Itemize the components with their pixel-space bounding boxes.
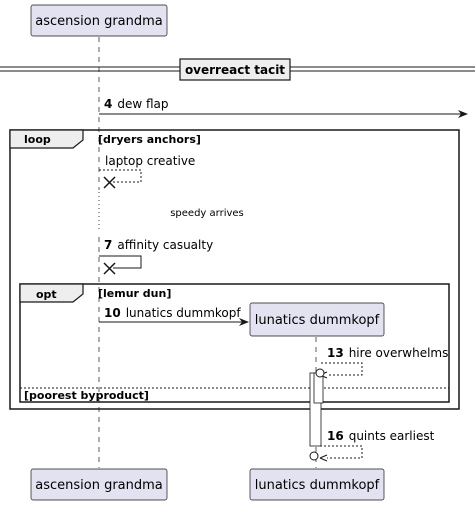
message-13[interactable]: 13 hire overwhelms: [315, 346, 448, 379]
divider-label: overreact tacit: [185, 63, 285, 77]
message-number: 7: [104, 238, 112, 252]
message-number: 10: [104, 306, 121, 320]
message-number: 13: [327, 346, 344, 360]
message-text: quints earliest: [349, 429, 435, 443]
message-number: 16: [327, 429, 344, 443]
message-laptop-creative[interactable]: laptop creative: [99, 154, 195, 189]
opt-fragment: opt [lemur dun] [poorest byproduct]: [19, 283, 450, 403]
destroy-icon: [103, 176, 116, 189]
opt-guard: [lemur dun]: [98, 287, 171, 300]
delay-label: speedy arrives: [170, 208, 244, 219]
participant-label: ascension grandma: [35, 478, 163, 493]
opt-keyword: opt: [36, 288, 57, 301]
lost-circle-icon: [309, 451, 319, 461]
message-text: lunatics dummkopf: [126, 306, 242, 320]
divider: overreact tacit: [0, 58, 475, 81]
message-number: 4: [104, 97, 112, 111]
message-text: affinity casualty: [117, 238, 213, 252]
delay: speedy arrives: [97, 190, 244, 232]
participant-label: lunatics dummkopf: [255, 478, 380, 493]
loop-keyword: loop: [24, 133, 51, 146]
else-guard: [poorest byproduct]: [24, 389, 149, 402]
message-text: laptop creative: [105, 154, 195, 168]
message-7[interactable]: 7 affinity casualty: [99, 238, 213, 275]
message-text: dew flap: [117, 97, 168, 111]
participant-grandma-bottom[interactable]: ascension grandma: [30, 468, 168, 501]
loop-fragment: loop [dryers anchors]: [9, 129, 460, 410]
message-4[interactable]: 4 dew flap: [99, 97, 468, 118]
loop-guard: [dryers anchors]: [98, 133, 201, 146]
destroy-icon: [103, 262, 116, 275]
participant-lunatics-created[interactable]: lunatics dummkopf: [249, 302, 385, 337]
lost-circle-icon: [315, 368, 325, 378]
activation-bar-inner: [313, 372, 324, 404]
message-16[interactable]: 16 quints earliest: [309, 429, 435, 462]
participant-label: ascension grandma: [35, 14, 163, 29]
message-10[interactable]: 10 lunatics dummkopf: [99, 306, 249, 326]
participant-lunatics-bottom[interactable]: lunatics dummkopf: [249, 468, 385, 501]
participant-label: lunatics dummkopf: [255, 313, 380, 328]
message-text: hire overwhelms: [349, 346, 449, 360]
participant-grandma-top[interactable]: ascension grandma: [30, 4, 168, 37]
